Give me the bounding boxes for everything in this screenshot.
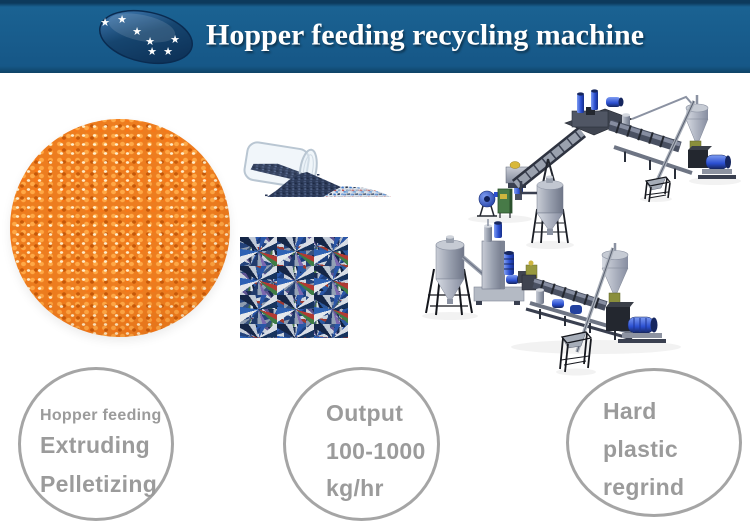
feature-line: Extruding [40, 432, 151, 458]
star-icon: ★ [117, 13, 127, 26]
logo-ellipse [98, 9, 194, 65]
orange-pellets-image [10, 119, 230, 337]
feature-line: Pelletizing [40, 471, 158, 497]
star-icon: ★ [145, 35, 155, 48]
plastic-flakes-image [240, 237, 348, 338]
star-icon: ★ [170, 33, 180, 46]
machine-line-top [477, 89, 736, 244]
company-logo: ★ ★ ★ ★ ★ ★ ★ [98, 9, 194, 65]
star-icon: ★ [100, 16, 110, 29]
star-icon: ★ [132, 25, 142, 38]
title-banner: ★ ★ ★ ★ ★ ★ ★ Hopper feeding recycling m… [0, 0, 750, 73]
shadows [422, 177, 741, 376]
grey-pellets-jar-image [243, 141, 391, 197]
feature-line: Hopper feeding [40, 407, 162, 424]
feature-line: regrind [603, 474, 685, 500]
star-icon: ★ [147, 45, 157, 58]
feature-circle-process: Hopper feeding Extruding Pelletizing [18, 367, 174, 521]
feature-line: plastic [603, 436, 678, 462]
feature-line: kg/hr [326, 475, 384, 501]
machine-renders-image [422, 89, 741, 376]
feature-circle-material: Hard plastic regrind [566, 368, 742, 517]
star-icon: ★ [163, 45, 173, 58]
page-title: Hopper feeding recycling machine [206, 17, 645, 51]
feature-line: Output [326, 400, 404, 426]
tipped-jar [243, 141, 318, 191]
feature-line: Hard [603, 398, 657, 424]
machine-line-bottom [425, 219, 666, 373]
feature-line: 100-1000 [326, 438, 426, 464]
flake-pile [323, 186, 391, 197]
feature-circle-output: Output 100-1000 kg/hr [283, 367, 440, 521]
